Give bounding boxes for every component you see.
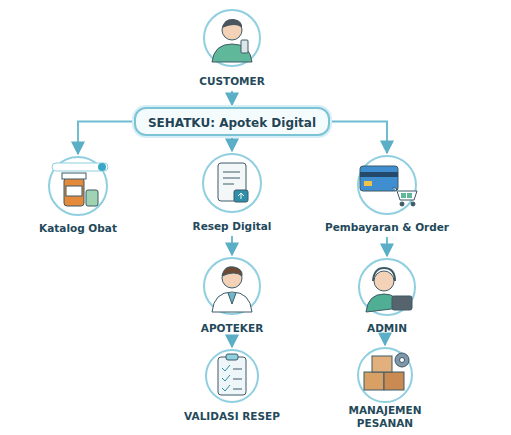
icon-ring bbox=[49, 157, 107, 215]
node-label: CUSTOMER bbox=[199, 75, 265, 88]
icon-ring bbox=[204, 258, 260, 314]
node-label: MANAJEMEN PESANAN bbox=[339, 404, 431, 429]
node-label: Pembayaran & Order bbox=[325, 221, 449, 234]
node-label: SEHATKU: Apotek Digital bbox=[148, 116, 316, 130]
flow-connector bbox=[386, 237, 388, 256]
icon-ring bbox=[203, 154, 261, 212]
flow-connector bbox=[331, 122, 387, 154]
validation-icon bbox=[218, 354, 246, 395]
node-label: Resep Digital bbox=[193, 220, 272, 233]
system-banner: SEHATKU: Apotek Digital bbox=[134, 107, 330, 136]
prescription-icon bbox=[218, 163, 248, 202]
feature-node: Resep Digital bbox=[172, 153, 292, 234]
actor-node: CUSTOMER bbox=[177, 8, 287, 89]
node-label: ADMIN bbox=[367, 322, 407, 335]
customer-icon bbox=[212, 19, 252, 62]
icon-ring bbox=[358, 348, 412, 402]
node-label: APOTEKER bbox=[201, 322, 263, 335]
flow-connector bbox=[231, 236, 233, 255]
result-node: MANAJEMEN PESANAN bbox=[339, 347, 431, 431]
flow-connector bbox=[231, 338, 233, 347]
flow-connector bbox=[384, 338, 386, 345]
catalog-icon bbox=[52, 163, 108, 206]
icon-ring bbox=[204, 10, 260, 66]
pharmacist-icon bbox=[212, 267, 252, 312]
role-node: ADMIN bbox=[332, 258, 442, 336]
flow-connector bbox=[78, 122, 133, 155]
admin-icon bbox=[366, 268, 412, 312]
flow-connector bbox=[231, 91, 233, 105]
result-node: VALIDASI RESEP bbox=[172, 349, 292, 424]
payment-icon bbox=[360, 166, 417, 206]
role-node: APOTEKER bbox=[177, 257, 287, 336]
node-label: Katalog Obat bbox=[39, 222, 117, 235]
icon-ring bbox=[206, 350, 258, 402]
icon-ring bbox=[359, 259, 415, 315]
node-label: VALIDASI RESEP bbox=[184, 410, 280, 423]
flow-connector bbox=[231, 138, 233, 151]
icon-ring bbox=[358, 156, 416, 214]
order-management-icon bbox=[364, 353, 409, 390]
feature-node: Katalog Obat bbox=[18, 156, 138, 236]
feature-node: Pembayaran & Order bbox=[317, 155, 457, 235]
